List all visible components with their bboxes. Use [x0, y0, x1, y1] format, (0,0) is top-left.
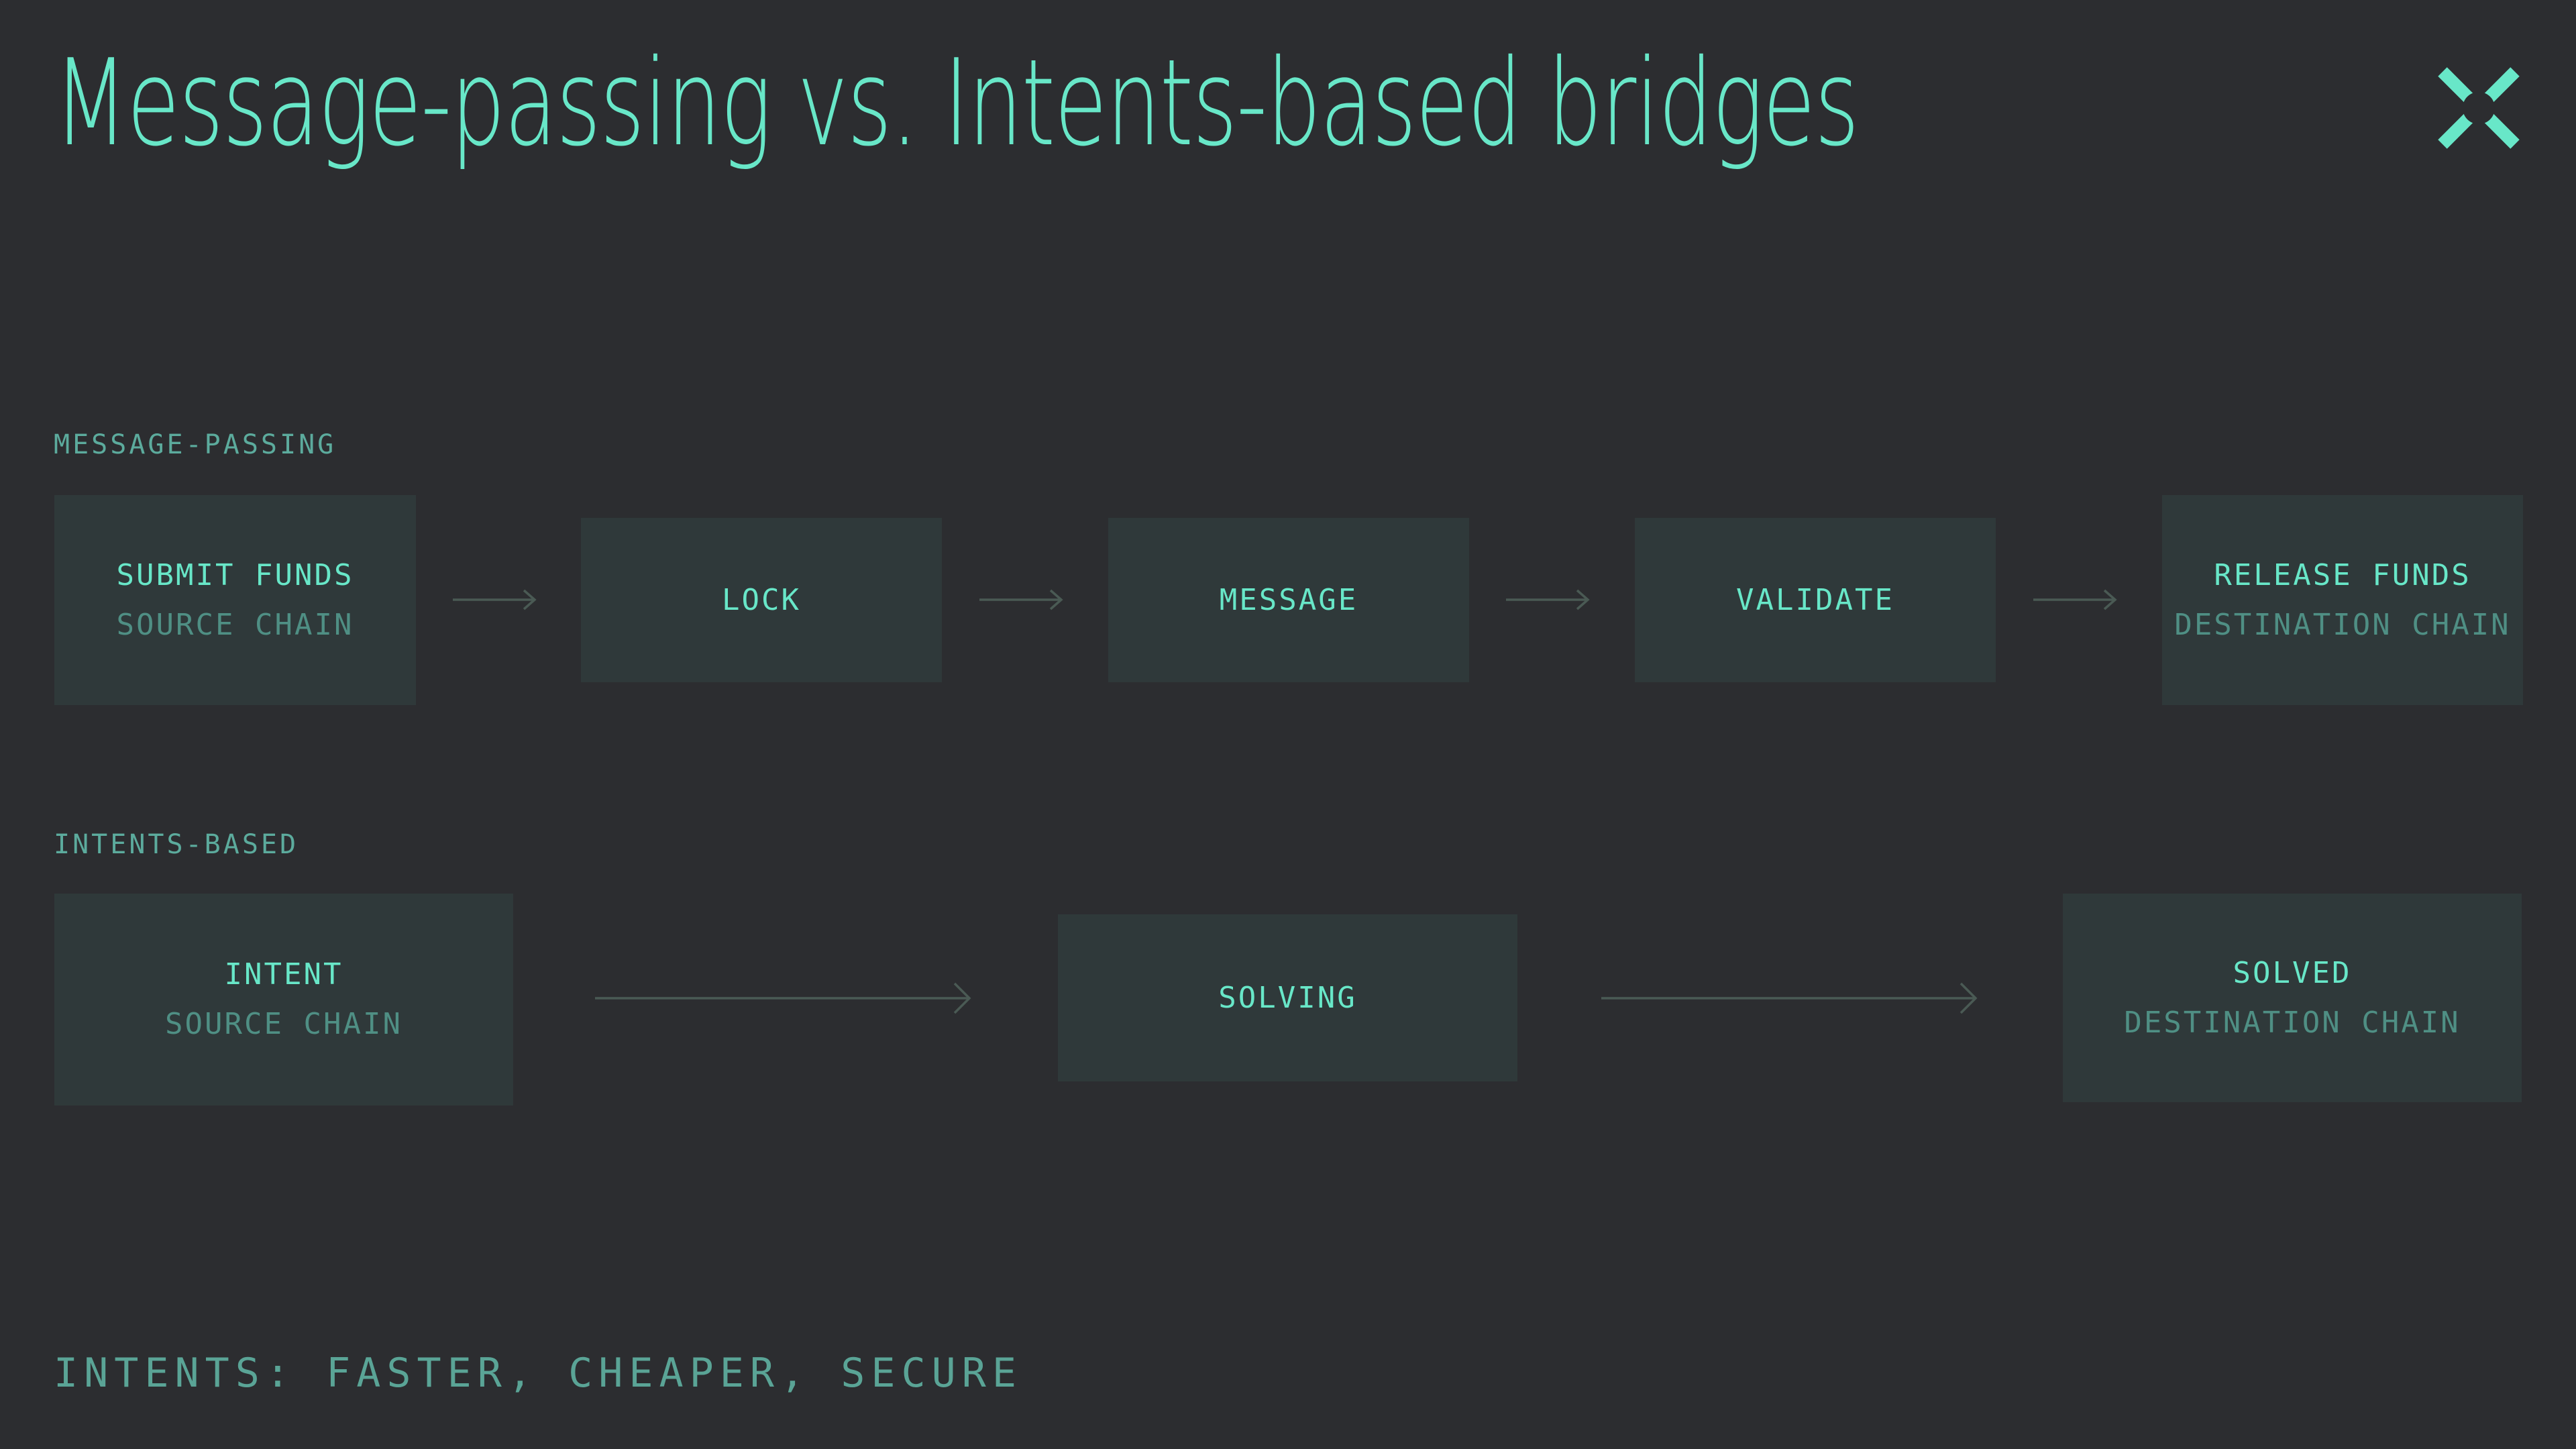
- flow-box-label: SOLVING: [1218, 980, 1357, 1015]
- section-label-intents-based: INTENTS-BASED: [54, 829, 299, 860]
- flow-box-lock: LOCK: [581, 518, 942, 682]
- flow-box-sublabel: DESTINATION CHAIN: [2174, 607, 2511, 642]
- page-title: Message-passing vs. Intents-based bridge…: [54, 34, 1860, 172]
- flow-box-label: MESSAGE: [1219, 582, 1358, 617]
- footer-tagline: INTENTS: FASTER, CHEAPER, SECURE: [54, 1350, 1022, 1397]
- arrow-right-icon: [1601, 982, 1978, 1014]
- flow-box-release-funds: RELEASE FUNDS DESTINATION CHAIN: [2162, 495, 2523, 705]
- arrow-right-icon: [595, 982, 971, 1014]
- section-label-message-passing: MESSAGE-PASSING: [54, 429, 337, 460]
- flow-box-label: INTENT: [224, 957, 343, 991]
- flow-box-solved: SOLVED DESTINATION CHAIN: [2063, 894, 2522, 1102]
- arrow-right-icon: [2033, 589, 2117, 610]
- arrow-right-icon: [979, 589, 1063, 610]
- flow-box-sublabel: SOURCE CHAIN: [165, 1007, 402, 1041]
- flow-box-label: LOCK: [722, 582, 801, 617]
- flow-box-sublabel: DESTINATION CHAIN: [2124, 1005, 2461, 1040]
- arrow-right-icon: [1506, 589, 1590, 610]
- flow-box-validate: VALIDATE: [1635, 518, 1996, 682]
- flow-box-label: SUBMIT FUNDS: [116, 557, 354, 592]
- flow-box-submit-funds: SUBMIT FUNDS SOURCE CHAIN: [54, 495, 416, 705]
- flow-box-solving: SOLVING: [1058, 914, 1517, 1081]
- flow-box-message: MESSAGE: [1108, 518, 1469, 682]
- flow-box-intent: INTENT SOURCE CHAIN: [54, 894, 513, 1106]
- arrow-right-icon: [453, 589, 537, 610]
- x-cross-logo-icon: [2438, 67, 2520, 149]
- flow-box-sublabel: SOURCE CHAIN: [116, 607, 354, 642]
- flow-box-label: RELEASE FUNDS: [2214, 557, 2471, 592]
- flow-box-label: VALIDATE: [1736, 582, 1894, 617]
- flow-box-label: SOLVED: [2233, 955, 2352, 990]
